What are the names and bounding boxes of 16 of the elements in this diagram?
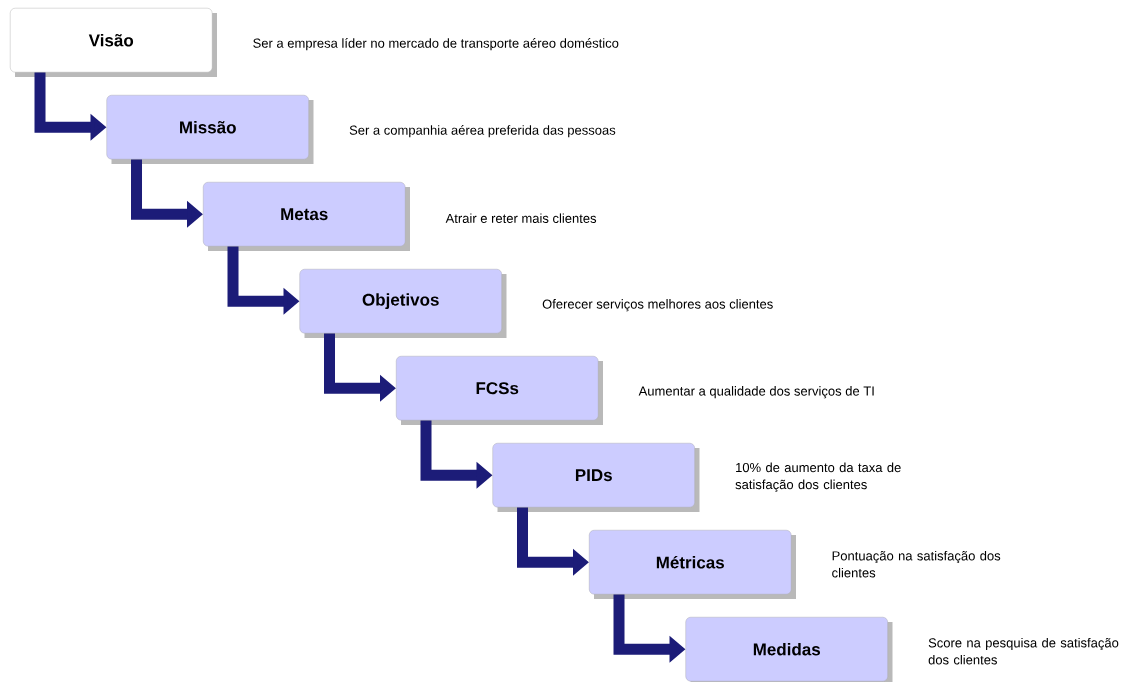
step-box: Métricas — [589, 530, 796, 599]
step-box: Visão — [10, 8, 217, 77]
side-text: Oferecer serviços melhores aos clientes — [542, 299, 773, 312]
side-text: Atrair e reter mais clientes — [445, 213, 597, 223]
step-box: Medidas — [685, 617, 893, 682]
step-box: Missão — [106, 95, 314, 164]
side-text: Ser a companhia aérea preferida das pessoas — [349, 125, 616, 138]
step-box: PIDs — [492, 443, 700, 512]
side-text: Aumentar a qualidade dos serviços de TI — [638, 386, 874, 399]
side-text: Score na pesquisa de satisfação dos clientes — [928, 637, 1119, 665]
side-text: 10% de aumento da taxa de satisfação dos clientes — [735, 462, 901, 492]
side-text: Pontuação na satisfação dos clientes — [832, 550, 1001, 578]
side-text: Ser a empresa líder no mercado de transporte aéreo doméstico — [253, 38, 619, 51]
step-box: Objetivos — [299, 269, 507, 338]
step-box: FCSs — [396, 356, 603, 425]
step-box: Metas — [203, 182, 410, 251]
